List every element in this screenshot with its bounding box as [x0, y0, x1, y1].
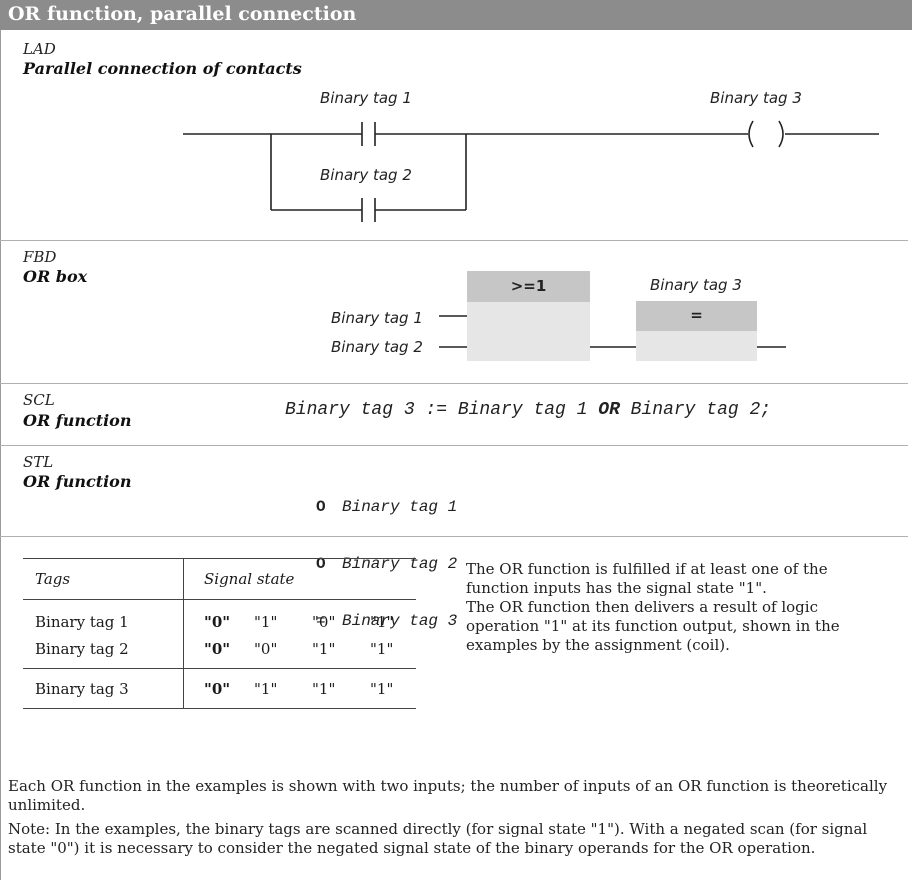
fbd-subtitle: OR box	[23, 267, 88, 286]
state-cell: "1"	[370, 639, 394, 658]
note-paragraph: Note: In the examples, the binary tags a…	[8, 820, 868, 857]
lad-tag3-label: Binary tag 3	[710, 89, 802, 107]
state-cell: "1"	[254, 612, 278, 631]
state-cell: "0"	[254, 639, 278, 658]
scl-code-post: Binary tag 2;	[619, 400, 772, 420]
tag-name-cell: Binary tag 3	[23, 668, 184, 709]
lad-coil-left-arc	[748, 120, 754, 148]
signal-state-header: Signal state	[183, 558, 416, 600]
assign-box-header: =	[636, 301, 757, 331]
scl-subtitle: OR function	[23, 411, 132, 430]
fbd-input2-label: Binary tag 2	[331, 338, 423, 356]
stl-subtitle: OR function	[23, 472, 132, 491]
state-cell: "1"	[312, 639, 336, 658]
stl-operator: =	[316, 612, 326, 630]
stl-line: = Binary tag 3	[316, 612, 457, 631]
state-cell: "1"	[254, 679, 278, 698]
state-cell: "0"	[204, 639, 231, 658]
section-divider	[0, 445, 908, 446]
page-title: OR function, parallel connection	[8, 3, 357, 25]
stl-operator: O	[316, 498, 326, 516]
tag-name-cell: Binary tag 1	[23, 599, 184, 635]
state-cell: "0"	[204, 612, 231, 631]
note-paragraph: Each OR function in the examples is show…	[8, 777, 888, 814]
state-cell: "1"	[312, 679, 336, 698]
description-block: The OR function is fulfilled if at least…	[466, 560, 888, 655]
tags-header: Tags	[23, 558, 184, 600]
or-box-body	[467, 302, 590, 361]
fbd-output-label: Binary tag 3	[650, 276, 742, 294]
scl-code-line: Binary tag 3 := Binary tag 1 OR Binary t…	[285, 400, 771, 420]
table-row: Binary tag 3 "0" "1" "1" "1"	[23, 668, 416, 709]
signal-state-table: Tags Signal state Binary tag 1 "0" "1" "…	[23, 558, 416, 709]
lad-language-label: LAD	[23, 40, 56, 58]
notes-block: Each OR function in the examples is show…	[8, 777, 903, 858]
state-cell: "1"	[370, 612, 394, 631]
description-paragraph: The OR function is fulfilled if at least…	[466, 560, 828, 597]
scl-code-pre: Binary tag 3 := Binary tag 1	[285, 400, 599, 420]
stl-language-label: STL	[23, 453, 54, 471]
tag-name-cell: Binary tag 2	[23, 635, 184, 669]
table-header-row: Tags Signal state	[23, 558, 416, 600]
lad-coil-right-arc	[778, 120, 784, 148]
assign-box-label: =	[690, 306, 703, 324]
section-divider	[0, 536, 908, 537]
or-box-label: >=1	[510, 277, 547, 295]
lad-tag1-label: Binary tag 1	[320, 89, 412, 107]
stl-operand: Binary tag 1	[342, 498, 458, 516]
title-bar: OR function, parallel connection	[0, 0, 912, 30]
scl-code-operator: OR	[598, 400, 620, 420]
state-cell: "1"	[370, 679, 394, 698]
assign-box-body	[636, 331, 757, 361]
table-row: Binary tag 2 "0" "0" "1" "1"	[23, 635, 416, 669]
description-paragraph: The OR function then delivers a result o…	[466, 598, 840, 654]
section-divider	[0, 383, 908, 384]
or-box-header: >=1	[467, 271, 590, 302]
stl-operand: Binary tag 3	[342, 612, 458, 630]
stl-line: O Binary tag 1	[316, 498, 457, 517]
section-divider	[0, 240, 908, 241]
table-row: Binary tag 1 "0" "1" "0" "1"	[23, 599, 416, 635]
scl-language-label: SCL	[23, 391, 55, 409]
state-cell: "0"	[312, 612, 336, 631]
state-cell: "0"	[204, 679, 231, 698]
fbd-language-label: FBD	[23, 248, 57, 266]
fbd-input1-label: Binary tag 1	[331, 309, 423, 327]
lad-subtitle: Parallel connection of contacts	[23, 59, 302, 78]
lad-tag2-label: Binary tag 2	[320, 166, 412, 184]
